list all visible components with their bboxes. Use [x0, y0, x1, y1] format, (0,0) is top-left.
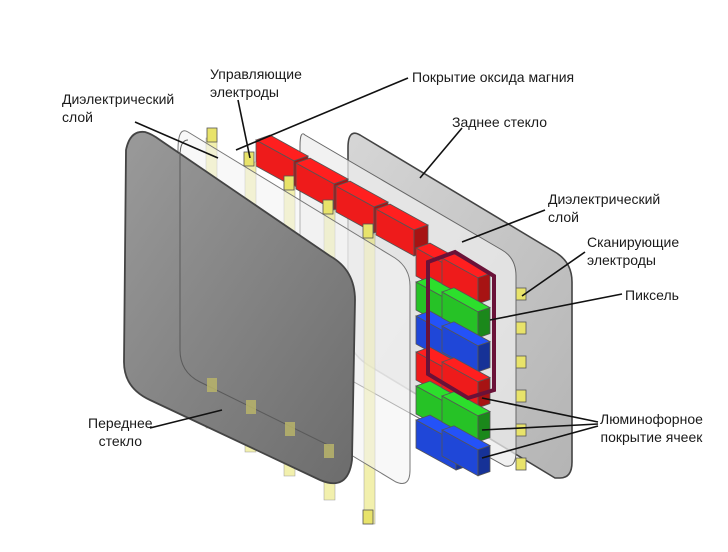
label-pixel: Пиксель [625, 287, 679, 303]
leader-dielectric-rear [461, 209, 546, 243]
label-mgo-coating: Покрытие оксида магния [412, 69, 575, 85]
leader-control-electrodes [237, 99, 251, 159]
cell-stack2-5-side [477, 445, 491, 477]
scan-electrode-tab-1 [515, 321, 527, 335]
leader-mgo [235, 77, 409, 151]
cell-stack2-4-side [477, 411, 491, 443]
scan-electrode-tab-2 [515, 355, 527, 369]
leader-rear-glass [419, 127, 463, 179]
scan-electrode-tab-3 [515, 389, 527, 403]
leader-scan-electrodes [521, 251, 586, 297]
label-rear-glass: Заднее стекло [452, 114, 548, 130]
top-electrode-tabs [206, 127, 374, 525]
phosphor-cells [255, 134, 491, 477]
front-glass-inner-edge [179, 139, 331, 447]
scan-electrodes [515, 287, 527, 471]
cell-stack2-0-side [477, 273, 491, 305]
leader-dielectric-front [134, 121, 219, 159]
leader-phosphor-3 [481, 425, 599, 459]
pixel-outline [426, 249, 496, 401]
leader-lines [134, 77, 623, 459]
leader-phosphor-1 [481, 397, 599, 423]
leader-phosphor-2 [481, 423, 599, 431]
front-glass-panel [123, 130, 356, 485]
cell-stack2-2-side [477, 341, 491, 373]
scan-electrode-tab-4 [515, 423, 527, 437]
cell-stack2-1-side [477, 307, 491, 339]
front-electrode-tabs [207, 378, 334, 458]
leader-front-glass [149, 409, 223, 429]
scan-electrode-tab-5 [515, 457, 527, 471]
leader-pixel [489, 293, 623, 321]
